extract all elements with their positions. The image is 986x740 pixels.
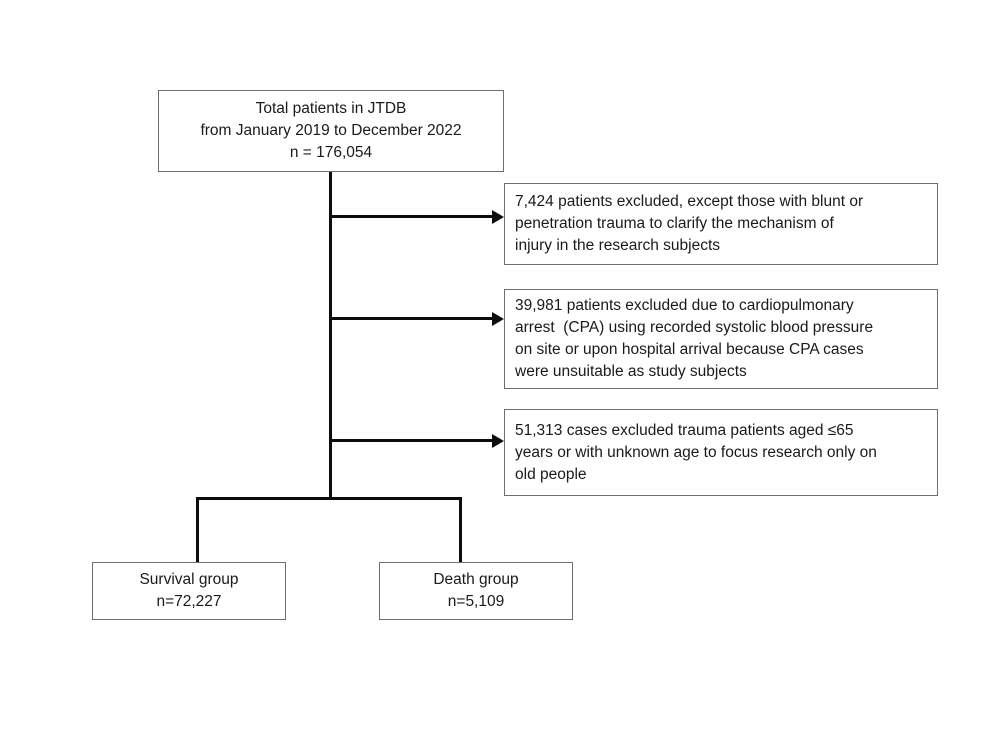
arrowhead-icon-exclusion-1: [492, 209, 504, 224]
box-exclusion-1-line-3: injury in the research subjects: [515, 237, 721, 254]
drop-connector-death: [459, 497, 462, 563]
box-exclusion-1-line-2: penetration trauma to clarify the mechan…: [515, 215, 834, 232]
box-survival-count: n=72,227: [156, 593, 222, 610]
box-survival-group: Survival group n=72,227: [92, 562, 286, 620]
box-total-line-2: from January 2019 to December 2022: [200, 122, 462, 139]
box-exclusion-3-line-3: old people: [515, 465, 587, 483]
box-exclusion-1: 7,424 patients excluded, except those wi…: [504, 183, 938, 265]
box-exclusion-2-line-2: arrest (CPA) using recorded systolic blo…: [515, 319, 874, 336]
box-exclusion-3-line-1: 51,313 cases excluded trauma patients ag…: [515, 421, 854, 439]
box-exclusion-1-line-1: 7,424 patients excluded, except those wi…: [515, 193, 864, 210]
drop-connector-survival: [196, 497, 199, 563]
box-death-count: n=5,109: [447, 593, 505, 610]
box-exclusion-3-line-2: years or with unknown age to focus resea…: [515, 443, 877, 461]
arrowhead-icon-exclusion-3: [492, 433, 504, 448]
arrow-shaft-exclusion-1: [329, 215, 493, 218]
trunk-connector-line: [329, 171, 332, 500]
split-bar-connector: [196, 497, 462, 500]
box-death-label: Death group: [433, 571, 519, 588]
box-survival-label: Survival group: [139, 571, 239, 588]
box-death-group: Death group n=5,109: [379, 562, 573, 620]
box-exclusion-2-line-1: 39,981 patients excluded due to cardiopu…: [515, 297, 854, 314]
box-total-line-3: n = 176,054: [289, 144, 373, 161]
arrowhead-icon-exclusion-2: [492, 311, 504, 326]
arrow-shaft-exclusion-3: [329, 439, 493, 442]
box-exclusion-2-line-3: on site or upon hospital arrival because…: [515, 341, 864, 358]
box-exclusion-2-line-4: were unsuitable as study subjects: [515, 363, 747, 380]
box-exclusion-3: 51,313 cases excluded trauma patients ag…: [504, 409, 938, 496]
arrow-shaft-exclusion-2: [329, 317, 493, 320]
box-total-line-1: Total patients in JTDB: [255, 100, 407, 117]
box-exclusion-2: 39,981 patients excluded due to cardiopu…: [504, 289, 938, 389]
box-total-patients: Total patients in JTDB from January 2019…: [158, 90, 504, 172]
